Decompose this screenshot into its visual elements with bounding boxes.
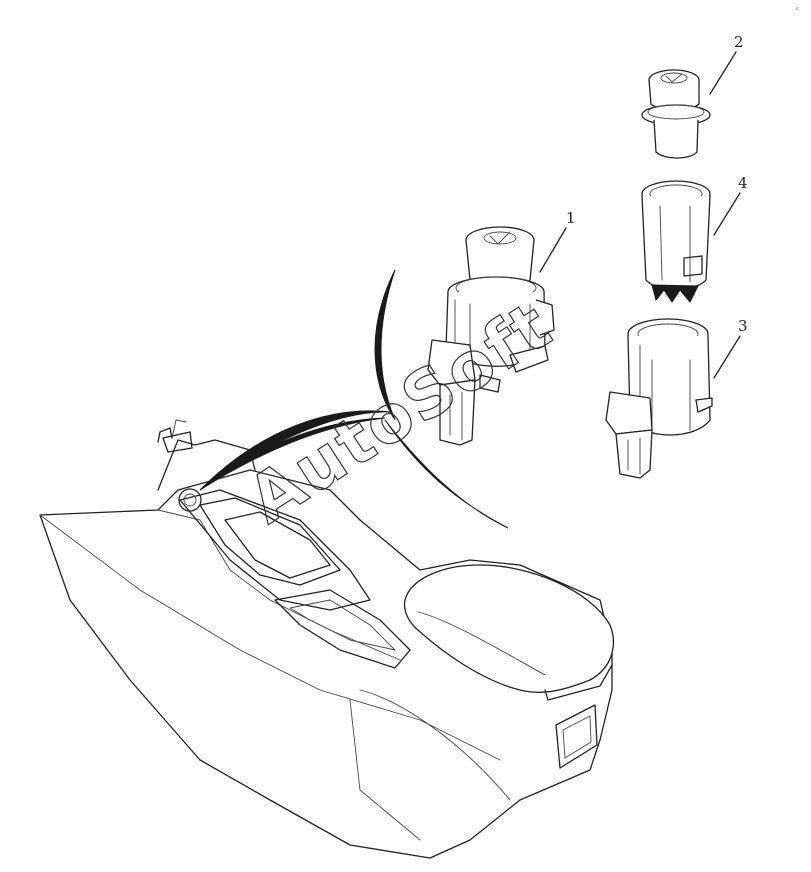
callout-4: 4 [713, 174, 748, 236]
callout-1: 1 [539, 209, 576, 273]
center-console [39, 419, 614, 859]
callout-label-4: 4 [738, 174, 748, 192]
part-1-lighter-assembly [427, 226, 555, 446]
callout-3: 3 [713, 317, 748, 379]
callout-label-2: 2 [734, 33, 744, 51]
console-socket-icon [178, 488, 202, 512]
part-3-socket-housing [605, 318, 713, 479]
callout-2: 2 [709, 33, 744, 95]
callout-label-3: 3 [738, 317, 748, 335]
part-4-socket-sleeve [641, 180, 711, 303]
detail-callout-curves [199, 269, 509, 529]
callout-label-1: 1 [566, 209, 576, 227]
corner-mark: ꜀ [796, 2, 799, 12]
part-2-lighter-plug [641, 69, 711, 159]
watermark: AutoSoft [235, 286, 566, 538]
